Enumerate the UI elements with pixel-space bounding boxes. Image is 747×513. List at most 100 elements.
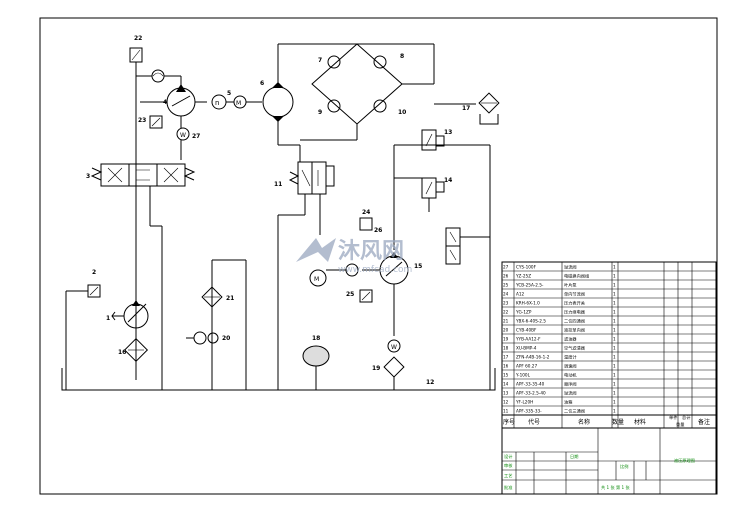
bom-cell-qty: 1 xyxy=(613,400,616,405)
filter-21 xyxy=(186,259,247,390)
watermark-url: www.mfcad.com xyxy=(338,265,412,275)
callout-8: 8 xyxy=(400,53,404,60)
filter-17 xyxy=(434,92,500,125)
bom-cell-qty: 1 xyxy=(613,373,616,378)
bom-cell-code: YYB-AA12-F xyxy=(515,337,541,342)
bom-cell-code: A12 xyxy=(516,292,525,297)
bom-cell-no: 22 xyxy=(503,310,509,315)
bom-cell-qty: 1 xyxy=(613,301,616,306)
bom-cell-qty: 1 xyxy=(613,274,616,279)
gauge-23-27: W xyxy=(149,115,190,160)
callout-17: 17 xyxy=(462,105,470,112)
callout-6: 6 xyxy=(260,80,264,87)
bom-header-no: 序号 xyxy=(503,418,515,426)
bom-cell-qty: 1 xyxy=(613,391,616,396)
bom-cell-name: 电动机 xyxy=(564,372,577,379)
bom-cell-name: 电磁换向阀组 xyxy=(564,273,589,280)
bom-cell-name: 单向节流阀 xyxy=(564,291,585,298)
title-block: 液压原理图 比例 共 1 张 第 1 张 设计 审核 工艺 批准 日期 xyxy=(501,427,717,495)
watermark-brand: 沐风网 xyxy=(338,239,404,264)
svg-text:W: W xyxy=(180,132,186,139)
bom-cell-qty: 1 xyxy=(613,265,616,270)
watermark: 沐风网 www.mfcad.com xyxy=(296,238,412,275)
bom-cell-qty: 1 xyxy=(613,283,616,288)
pump-6-group xyxy=(262,43,434,162)
bom-cell-qty: 1 xyxy=(613,346,616,351)
bom-cell-name: 调速阀 xyxy=(564,363,577,370)
bom-cell-code: YZ-25Z xyxy=(515,274,531,279)
callout-13: 13 xyxy=(444,129,452,136)
bom-cell-no: 21 xyxy=(503,319,509,324)
bom-cell-code: YBX-6-40S-2.5 xyxy=(515,319,546,324)
bom-cell-code: KRH-6X-1.0 xyxy=(516,301,540,306)
callout-10: 10 xyxy=(398,109,406,116)
bom-cell-qty: 1 xyxy=(613,292,616,297)
bom-cell-name: 温度计 xyxy=(564,354,577,361)
callout-18: 18 xyxy=(312,335,320,342)
accumulator-18 xyxy=(302,345,330,390)
bom-cell-code: CYB-40BF xyxy=(516,328,537,333)
bom-cell-no: 14 xyxy=(503,382,509,387)
bom-cell-code: YCB-25A-2.5- xyxy=(515,283,544,288)
bom-cell-code: XU-BMP-4 xyxy=(516,346,537,351)
bom-cell-no: 27 xyxy=(503,265,509,270)
bom-cell-name: 溢流阀 xyxy=(564,264,577,271)
bom-cell-name: 压力表开关 xyxy=(564,300,585,307)
svg-text:M: M xyxy=(314,276,319,283)
check-valve-bridge xyxy=(300,43,435,141)
callout-24: 24 xyxy=(362,209,370,216)
bom-cell-no: 19 xyxy=(503,337,509,342)
bom-cell-qty: 1 xyxy=(613,319,616,324)
callout-4: 4 xyxy=(163,99,167,106)
bom-cell-no: 11 xyxy=(503,409,509,414)
callout-21: 21 xyxy=(226,295,234,302)
title-check: 审核 xyxy=(504,462,513,469)
bom-cell-code: APF-335-33- xyxy=(516,409,542,414)
callout-2: 2 xyxy=(92,269,96,276)
callout-19: 19 xyxy=(372,365,380,372)
bom-cell-name: 压力继电器 xyxy=(564,309,586,316)
callout-23: 23 xyxy=(138,117,146,124)
bom-cell-name: 叶片泵 xyxy=(564,282,577,289)
bom-cell-name: 油箱 xyxy=(564,399,572,406)
callout-7: 7 xyxy=(318,57,322,64)
bom-cell-name: 二位四通阀 xyxy=(564,318,585,325)
bom-cell-qty: 1 xyxy=(613,364,616,369)
title-approve: 批准 xyxy=(504,484,512,491)
bom-cell-code: APF-33-35-40 xyxy=(516,382,545,387)
callout-22: 22 xyxy=(134,35,142,42)
bom-cell-name: 滤油器 xyxy=(564,336,577,343)
bom-header-total-weight: 总计 xyxy=(682,414,690,421)
callout-9: 9 xyxy=(318,109,322,116)
callout-11: 11 xyxy=(274,181,282,188)
title-sheet-info: 共 1 张 第 1 张 xyxy=(601,484,631,491)
bom-cell-qty: 1 xyxy=(613,310,616,315)
title-design: 设计 xyxy=(504,453,512,460)
bom-header-code: 代号 xyxy=(528,418,540,426)
bom-cell-qty: 1 xyxy=(613,355,616,360)
bom-cell-name: 空气滤清器 xyxy=(564,345,586,352)
bom-cell-no: 24 xyxy=(503,292,509,297)
valve-11 xyxy=(277,161,335,390)
bom-header-name: 名称 xyxy=(578,418,590,426)
bom-cell-name: 二位三通阀 xyxy=(564,408,585,415)
right-valve-stack xyxy=(393,129,491,390)
pump-4-group: n M xyxy=(140,84,262,117)
bom-cell-code: YF-L20H xyxy=(515,400,533,405)
bom-cell-code: APF 60.27 xyxy=(516,364,537,369)
bom-cell-no: 26 xyxy=(503,274,509,279)
bom-header-qty: 数量 xyxy=(612,418,624,426)
callout-25: 25 xyxy=(346,291,354,298)
svg-text:n: n xyxy=(215,99,219,107)
bom-cell-code: Y-100L xyxy=(515,373,531,378)
bom-cell-code: APF-33-2.5-40 xyxy=(516,391,546,396)
bom-cell-no: 17 xyxy=(503,355,509,360)
bom-cell-name: 溢流阀 xyxy=(564,390,577,397)
directional-valve-3 xyxy=(90,160,196,390)
callout-27: 27 xyxy=(192,133,200,140)
bom-cell-no: 13 xyxy=(503,391,509,396)
title-drawing-name: 液压原理图 xyxy=(674,457,695,464)
bom-cell-name: 液控单向阀 xyxy=(564,327,585,334)
